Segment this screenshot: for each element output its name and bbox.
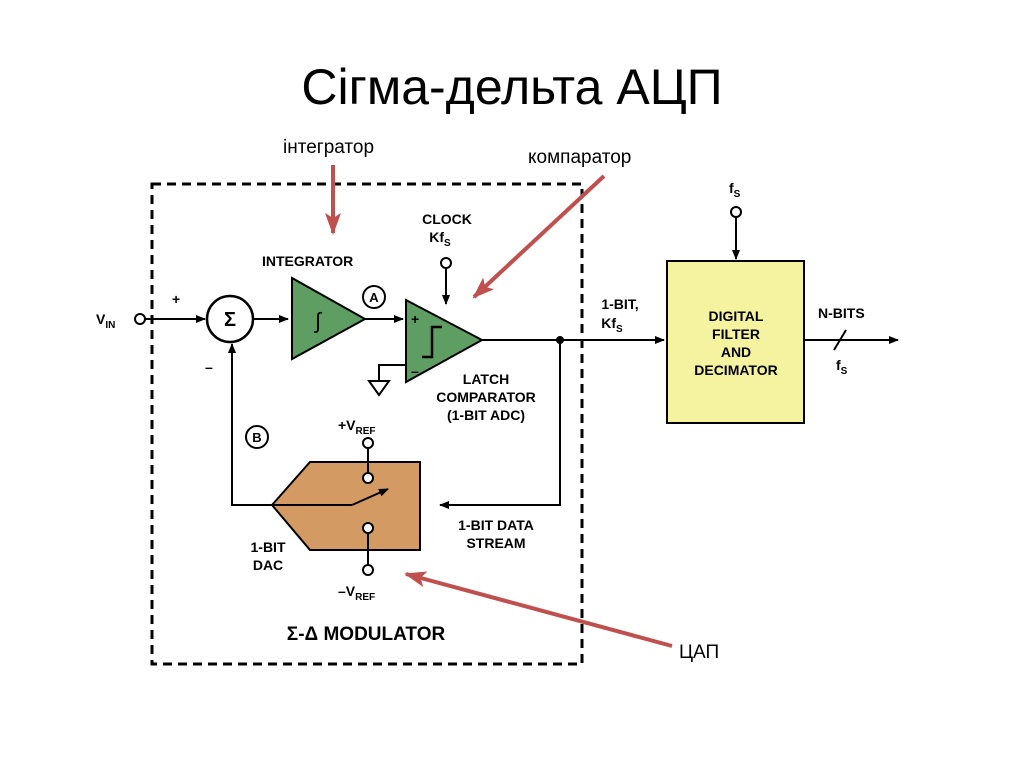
integrator-block	[291, 276, 368, 361]
vref-minus-label: –VREF	[338, 583, 375, 603]
dac-switch-arm	[351, 488, 389, 506]
filter-label-line2: FILTER	[712, 326, 760, 342]
fs-top-terminal	[730, 206, 742, 218]
bus-slash	[833, 329, 847, 351]
comparator-step-icon	[422, 325, 442, 359]
annotation-dac: ЦАП	[679, 642, 719, 663]
dac-label-line1: 1-BIT	[251, 539, 286, 555]
ground-icon	[367, 380, 391, 397]
comparator-pointer-arrow	[472, 174, 606, 299]
dac-switch-contact-top	[362, 472, 374, 484]
nbits-label: N-BITS	[818, 305, 865, 321]
clock-terminal	[440, 257, 452, 269]
vin-terminal	[134, 313, 146, 325]
filter-label-line4: DECIMATOR	[694, 362, 777, 378]
fs-top-label: fS	[729, 180, 741, 200]
node-b-marker	[245, 425, 269, 449]
comparator-minus-input: –	[411, 363, 419, 379]
fs-out-label: fS	[836, 357, 848, 377]
comparator-plus-input: +	[411, 311, 419, 327]
dac-switch-contact-bottom	[362, 522, 374, 534]
summer-plus-sign: +	[172, 291, 180, 307]
vref-minus-terminal	[362, 564, 374, 576]
node-b-label: B	[252, 430, 261, 445]
clock-kfs-label: KfS	[429, 229, 451, 249]
clock-label: CLOCK	[422, 211, 472, 227]
vref-plus-terminal	[362, 437, 374, 449]
dac-label-line2: DAC	[253, 557, 283, 573]
latch-label-line1: LATCH	[463, 371, 509, 387]
modulator-boundary	[150, 182, 584, 666]
digital-filter-block	[666, 260, 805, 424]
node-a-label: A	[369, 290, 379, 305]
onebit-label: 1-BIT,	[601, 296, 638, 312]
dac-pointer-arrow	[404, 571, 673, 648]
feedback-wire-to-summer	[228, 343, 272, 506]
vref-plus-label: +VREF	[338, 417, 376, 437]
annotation-comparator: компаратор	[528, 147, 631, 168]
integral-symbol: ∫	[313, 308, 323, 333]
latch-label-line3: (1-BIT ADC)	[447, 407, 525, 423]
comparator-block	[405, 298, 485, 384]
integrator-label: INTEGRATOR	[262, 253, 353, 269]
annotation-integrator: інтегратор	[283, 137, 374, 158]
ground-symbol	[378, 364, 406, 381]
modulator-label: Σ-Δ MODULATOR	[287, 624, 446, 645]
filter-label-line3: AND	[721, 344, 751, 360]
node-a-marker	[362, 285, 386, 309]
feedback-wire-to-dac	[439, 340, 561, 509]
vin-label: VIN	[96, 311, 115, 331]
filter-label-line1: DIGITAL	[709, 308, 764, 324]
data-stream-line1: 1-BIT DATA	[458, 517, 534, 533]
summer-minus-sign: –	[205, 359, 213, 375]
slide-title: Сігма-дельта АЦП	[301, 59, 723, 115]
data-stream-line2: STREAM	[466, 535, 525, 551]
latch-label-line2: COMPARATOR	[436, 389, 536, 405]
onebit-kfs-label: KfS	[601, 315, 623, 335]
sigma-symbol: Σ	[224, 309, 236, 331]
